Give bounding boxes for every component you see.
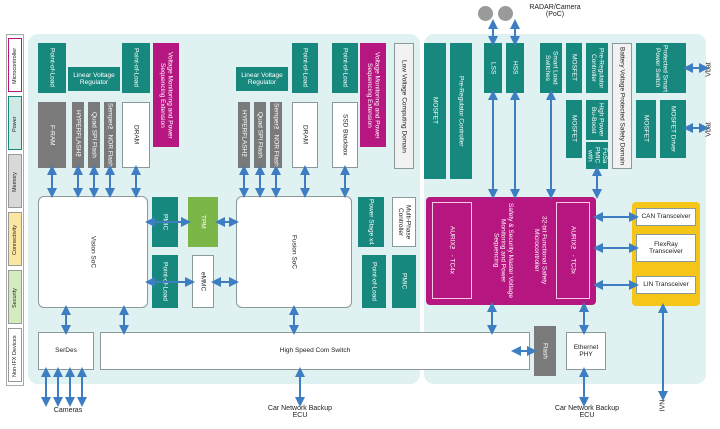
linear-voltage-regulator-2: Linear Voltage Regulator (236, 67, 288, 91)
quad-spi-flash-1: Quad SPI Flash (88, 102, 100, 168)
legend-security: Security (8, 270, 22, 324)
battery-voltage-domain: Battery Voltage Protected Safety Domain (612, 43, 632, 169)
aurix-tc4x: AURIX™ - TC4x (432, 202, 472, 299)
point-of-load-6: Point-of-Load (362, 255, 386, 308)
hyperflash-1: HYPERFLASH™ (72, 102, 84, 168)
semper-nor-flash-1: Semper™ NOR Flash (104, 102, 116, 168)
voltage-monitoring-1: Voltage Monitoring and Power Sequencing … (153, 43, 179, 147)
linear-voltage-regulator-1: Linear Voltage Regulator (68, 67, 120, 91)
functional-safety-mcu-title: 32-bit Functional Safety Microcontroller (533, 216, 548, 285)
vision-soc: Vision SoC (38, 196, 148, 308)
mosfet-2: MOSFET (566, 43, 582, 93)
legend-connectivity: Connectivity (8, 212, 22, 266)
multi-phase-controller: Multi-Phase Controller (392, 197, 416, 247)
pmic-2: PMIC (392, 255, 416, 308)
camera-icon (498, 6, 513, 21)
quad-spi-flash-2: Quad SPI Flash (254, 102, 266, 168)
pre-regulator-controller-1: Pre-Regulator Controller (450, 43, 472, 179)
hyperflash-2: HYPERFLASH™ (238, 102, 250, 168)
semper-nor-flash-2: Semper™ NOR Flash (270, 102, 282, 168)
lss: LSS (484, 43, 502, 93)
pre-regulator-controller-2: Pre-Regulator Controller (586, 43, 608, 93)
cameras-label: Cameras (53, 407, 83, 414)
mosfet-3: MOSFET (566, 100, 582, 158)
point-of-load-4: Point-of-Load (292, 43, 318, 93)
legend-non-ifx: Non-IFX Devices (8, 328, 22, 382)
low-voltage-computing-domain: Low Voltage Computing Domain (394, 43, 414, 169)
radar-icon (478, 6, 493, 21)
fusa-pmic: FuSa PMIC with (586, 142, 608, 169)
aurix-block (426, 197, 596, 305)
high-speed-com-switch: High Speed Com Switch (100, 332, 530, 370)
f-ram: F-RAM (38, 102, 66, 168)
car-network-label-1: Car Network Backup ECU (267, 405, 333, 419)
mosfet-4: MOSFET (636, 100, 656, 158)
smart-load-switches: Smart Load Switches (540, 43, 562, 93)
high-power-buck-boost: High Power Bu-Boost (586, 100, 608, 140)
car-network-label-2: Car Network Backup ECU (554, 405, 620, 419)
legend-microcontroller: Microcontroller (8, 38, 22, 92)
dram-2: DRAM (292, 102, 318, 168)
flash: Flash (534, 326, 556, 376)
protected-smart-power-switch: Protected Smart Power Switch (636, 43, 686, 93)
ssd-blackbox: SSD Blackbox (332, 102, 358, 168)
legend-memory: Memory (8, 154, 22, 208)
power-stage: Power Stage x4 (358, 197, 384, 247)
legend-power: Power (8, 96, 22, 150)
mosfet-1: MOSFET (424, 43, 446, 179)
hss: HSS (506, 43, 524, 93)
point-of-load-2: Point-of-Load (122, 43, 150, 93)
dram-1: DRAM (122, 102, 150, 168)
aurix-tc3x: AURIX™ - TC3x (556, 202, 590, 299)
flexray-transceiver: FlexRay Transceiver (636, 234, 696, 262)
voltage-monitoring-2: Voltage Monitoring and Power Sequencing … (360, 43, 386, 147)
safety-security-master: Safety & Security Master Voltage Monitor… (492, 202, 515, 299)
tpm: TPM (188, 197, 218, 247)
radar-camera-label: RADAR/Camera (PoC) (529, 4, 581, 18)
mosfet-driver: MOSFET Driver (660, 100, 686, 158)
point-of-load-5: Point-of-Load (332, 43, 358, 93)
point-of-load-1: Point-of-Load (38, 43, 66, 93)
